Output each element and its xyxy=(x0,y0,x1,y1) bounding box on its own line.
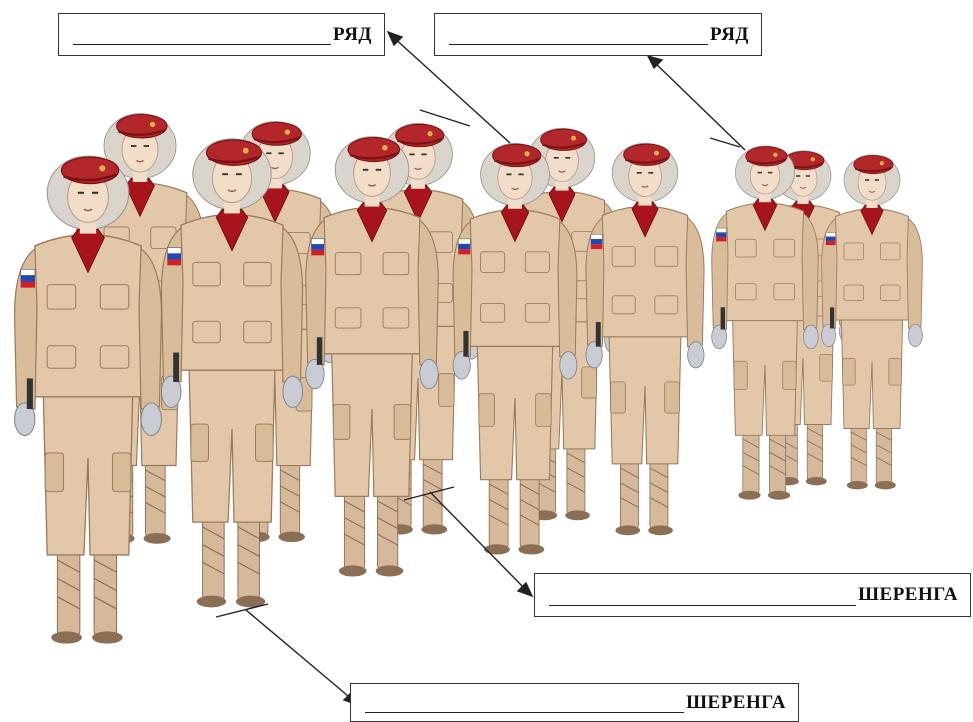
label-text: РЯД xyxy=(333,23,372,45)
tick-mark xyxy=(403,486,455,501)
label-rank-bottom: ШЕРЕНГА xyxy=(350,683,799,722)
arrow-row-right xyxy=(651,59,746,151)
label-text: ШЕРЕНГА xyxy=(686,691,786,713)
label-text: ШЕРЕНГА xyxy=(858,584,958,605)
soldier-front-7 xyxy=(820,153,924,491)
label-row-left: РЯД xyxy=(58,13,385,56)
tick-mark xyxy=(709,137,741,148)
arrow-row-left xyxy=(391,35,511,144)
arrowhead-icon xyxy=(386,30,404,47)
arrowhead-icon xyxy=(516,581,534,598)
answer-blank[interactable] xyxy=(73,24,332,45)
tick-mark xyxy=(215,603,269,618)
answer-blank[interactable] xyxy=(549,585,857,606)
label-row-right: РЯД xyxy=(434,13,762,56)
answer-blank[interactable] xyxy=(449,24,709,45)
tick-mark xyxy=(419,109,471,127)
arrow-rank-bottom xyxy=(245,609,355,702)
label-text: РЯД xyxy=(710,23,749,45)
label-rank-mid: ШЕРЕНГА xyxy=(534,573,971,617)
arrowhead-icon xyxy=(646,54,664,70)
arrow-rank-mid xyxy=(429,491,529,593)
answer-blank[interactable] xyxy=(365,692,685,713)
